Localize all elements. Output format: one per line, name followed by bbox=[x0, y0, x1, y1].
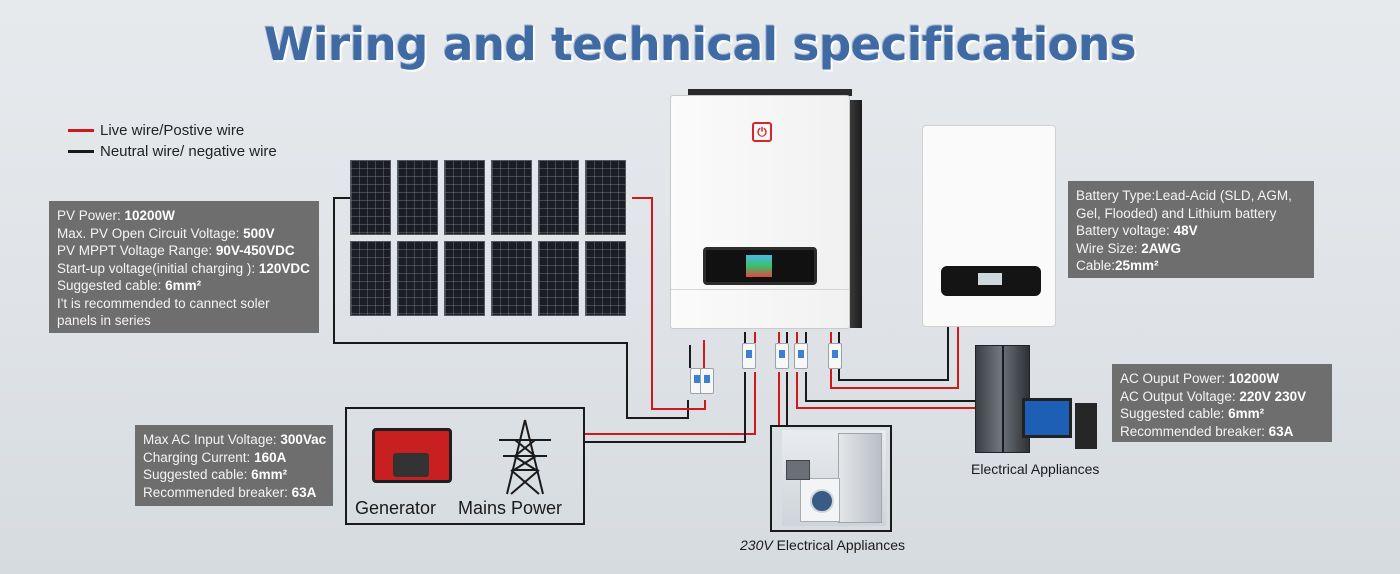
inverter: ⏻ bbox=[670, 95, 850, 329]
appliances-230-box bbox=[770, 425, 892, 532]
solar-panel bbox=[585, 241, 626, 316]
solar-panel bbox=[491, 241, 532, 316]
ac-out-power-label: AC Ouput Power: bbox=[1120, 371, 1229, 386]
fridge-icon bbox=[975, 345, 1030, 453]
pv-startup-value: 120VDC bbox=[258, 260, 310, 276]
battery-cable-label: Cable: bbox=[1076, 258, 1116, 273]
microwave-icon bbox=[786, 460, 810, 480]
battery-voltage-label: Battery voltage: bbox=[1076, 223, 1174, 238]
ac-out-voltage-label: AC Output Voltage: bbox=[1120, 388, 1240, 404]
battery-lcd bbox=[978, 273, 1002, 285]
solar-panel bbox=[491, 160, 532, 235]
battery-cable-value: 25mm² bbox=[1115, 258, 1159, 273]
pv-info-box: PV Power: 10200W Max. PV Open Circuit Vo… bbox=[49, 201, 319, 333]
ac-input-info-box: Max AC Input Voltage: 300Vac Charging Cu… bbox=[135, 425, 333, 506]
legend-live: Live wire/Postive wire bbox=[68, 122, 244, 139]
ac-output-info-box: AC Ouput Power: 10200W AC Output Voltage… bbox=[1112, 364, 1332, 442]
inverter-heatsink bbox=[850, 100, 862, 328]
appliances-230-label: 230V Electrical Appliances bbox=[740, 537, 905, 553]
solar-panel-array bbox=[350, 160, 626, 316]
computer-tower-icon bbox=[1075, 403, 1097, 449]
inverter-divider bbox=[671, 289, 849, 290]
inverter-display bbox=[703, 247, 817, 285]
battery-voltage-value: 48V bbox=[1173, 223, 1198, 238]
generator-icon bbox=[372, 428, 452, 483]
battery-type: Battery Type:Lead-Acid (SLD, AGM, Gel, F… bbox=[1076, 188, 1292, 221]
ac-in-voltage-label: Max AC Input Voltage: bbox=[143, 432, 281, 447]
ac-out-power-value: 10200W bbox=[1228, 371, 1280, 386]
pv-live-wire bbox=[632, 197, 706, 410]
power-tower-icon bbox=[499, 419, 551, 495]
pv-mppt-label: PV MPPT Voltage Range: bbox=[57, 243, 216, 258]
solar-panel bbox=[444, 241, 485, 316]
pv-power-value: 10200W bbox=[124, 208, 175, 223]
solar-panel bbox=[397, 160, 438, 235]
ac-in-voltage-value: 300Vac bbox=[280, 432, 327, 447]
solar-panel bbox=[585, 160, 626, 235]
ac-in-neutral-wire bbox=[584, 372, 746, 443]
appliances-230-text: Electrical Appliances bbox=[772, 537, 905, 553]
out-live-wire bbox=[796, 372, 975, 409]
ac-out-cable-label: Suggested cable: bbox=[1120, 406, 1229, 421]
fridge-icon bbox=[838, 433, 882, 523]
pv-voc-value: 500V bbox=[243, 225, 275, 241]
out-neutral-wire bbox=[805, 372, 975, 402]
battery-live-wire bbox=[830, 326, 959, 389]
legend-live-label: Live wire/Postive wire bbox=[100, 122, 245, 139]
ac-in-charging-label: Charging Current: bbox=[143, 449, 255, 465]
solar-panel bbox=[350, 160, 391, 235]
pv-neutral-wire bbox=[333, 197, 689, 419]
appliances-230-voltage: 230V bbox=[740, 537, 773, 553]
pv-mppt-value: 90V-450VDC bbox=[215, 243, 295, 258]
page-title: Wiring and technical specifications bbox=[263, 18, 1137, 71]
battery-neutral-wire bbox=[838, 326, 949, 381]
solar-panel bbox=[397, 241, 438, 316]
ac-out-breaker-label: Recommended breaker: bbox=[1120, 423, 1269, 439]
washer-icon bbox=[800, 478, 840, 522]
pv-power-label: PV Power: bbox=[57, 208, 125, 223]
battery-info-box: Battery Type:Lead-Acid (SLD, AGM, Gel, F… bbox=[1068, 181, 1314, 278]
ac-in-live-wire bbox=[584, 372, 756, 435]
monitor-icon bbox=[1022, 398, 1072, 438]
ac-out-breaker-value: 63A bbox=[1268, 423, 1294, 439]
ac-in-charging-value: 160A bbox=[254, 449, 287, 465]
inverter-top bbox=[688, 89, 852, 96]
pv-breaker bbox=[700, 368, 714, 394]
battery-wire-label: Wire Size: bbox=[1076, 240, 1142, 256]
power-button-icon: ⏻ bbox=[752, 122, 772, 142]
pv-cable-value: 6mm² bbox=[165, 278, 202, 293]
legend-neutral: Neutral wire/ negative wire bbox=[68, 143, 277, 160]
neutral-wire-swatch bbox=[68, 150, 94, 153]
pv-series-note: I't is recommended to cannect soler pane… bbox=[57, 295, 270, 329]
solar-panel bbox=[444, 160, 485, 235]
solar-panel bbox=[538, 160, 579, 235]
ac-in-cable-label: Suggested cable: bbox=[143, 467, 252, 482]
battery-breaker bbox=[828, 343, 842, 369]
ac-source-box bbox=[345, 407, 585, 525]
inverter-lcd bbox=[746, 255, 772, 277]
pv-startup-label: Start-up voltage(initial charging ): bbox=[57, 260, 259, 276]
battery-display bbox=[941, 266, 1041, 296]
electrical-appliances-label: Electrical Appliances bbox=[971, 461, 1100, 477]
generator-label: Generator bbox=[355, 498, 437, 518]
battery-wire-value: 2AWG bbox=[1141, 240, 1182, 256]
ac-in-breaker-label: Recommended breaker: bbox=[143, 484, 292, 500]
live-wire-swatch bbox=[68, 129, 94, 132]
generator-engine bbox=[393, 453, 429, 477]
ac-in-cable-value: 6mm² bbox=[251, 467, 288, 482]
ac-out-cable-value: 6mm² bbox=[1228, 406, 1265, 421]
output-breaker bbox=[794, 343, 808, 369]
pv-voc-label: Max. PV Open Circuit Voltage: bbox=[57, 225, 244, 241]
legend-neutral-label: Neutral wire/ negative wire bbox=[100, 143, 277, 160]
output-230-breaker bbox=[775, 343, 789, 369]
ac-out-voltage-value: 220V 230V bbox=[1239, 388, 1307, 404]
mains-power-label: Mains Power bbox=[458, 498, 563, 518]
solar-panel bbox=[350, 241, 391, 316]
ac-in-breaker-value: 63A bbox=[291, 484, 317, 500]
solar-panel bbox=[538, 241, 579, 316]
battery bbox=[922, 125, 1056, 327]
ac-input-breaker bbox=[742, 343, 756, 369]
pv-cable-label: Suggested cable: bbox=[57, 278, 166, 293]
